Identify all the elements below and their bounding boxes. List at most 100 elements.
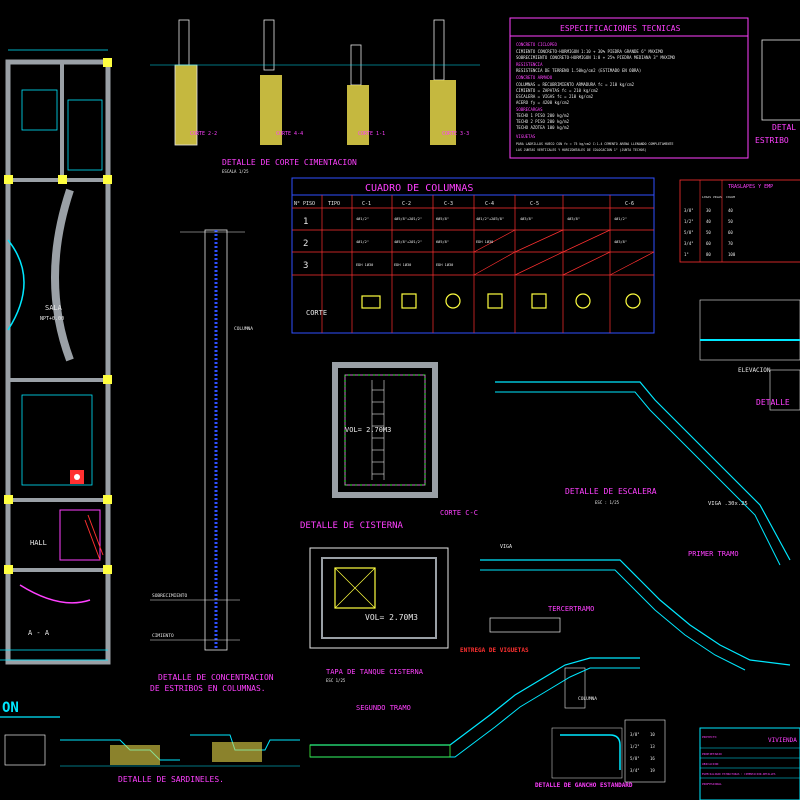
spec-line-16: LAS JUNTAS VERTICALES Y HORIZONTALES DE … <box>516 148 647 152</box>
cisterna-volume: VOL= 2.70M3 <box>345 426 391 434</box>
cell-3-tipo: EDH 1Ø30 <box>356 262 373 267</box>
gancho-2-v: 16 <box>650 756 655 761</box>
tr-3-b: 70 <box>728 241 733 246</box>
col-header-piso: N° PISO <box>294 201 315 207</box>
titleblock-row-2: UBICACION <box>702 762 718 766</box>
floor-1: 1 <box>303 217 308 227</box>
corte-4-label: CORTE 4-4 <box>276 131 303 137</box>
col-header-c6: C-6 <box>625 201 634 207</box>
tr-2-a: 50 <box>706 230 711 235</box>
estribos-title-1: DETALLE DE CONCENTRACION <box>158 673 274 682</box>
cell-1-c6: 4Ø1/2" <box>614 216 627 221</box>
cell-1-c4: 4Ø3/8" <box>520 216 533 221</box>
detalle-right-label: DETALLE <box>756 398 790 407</box>
foundation-sections: CORTE 2-2 CORTE 4-4 CORTE 1-1 CORTE 3-3 … <box>150 19 480 174</box>
plan-title: ON <box>2 700 19 716</box>
escalera-scale: ESC : 1/25 <box>595 500 620 505</box>
cell-2-c3: EDH 1Ø30 <box>476 239 493 244</box>
cell-1-c5: 4Ø3/8" <box>567 216 580 221</box>
columns-corte-label: CORTE <box>306 309 327 317</box>
plan-section-aa: A - A <box>28 629 50 637</box>
cell-2-tipo: 4Ø1/2" <box>356 239 369 244</box>
viga-label-top: VIGA <box>500 544 512 550</box>
cell-2-c2: 6Ø5/8" <box>436 239 449 244</box>
tapa-scale: ESC 1/25 <box>326 678 346 683</box>
right-elevation: ELEVACION DETALLE <box>699 299 800 411</box>
tr-4-b: 100 <box>728 252 736 257</box>
column-stirrups-detail: SOBRECIMIENTO CIMIENTO COLUMNA DETALLE D… <box>150 229 274 693</box>
floor-3: 3 <box>303 261 308 271</box>
col-header-c4: C-4 <box>485 201 494 207</box>
specifications-box: ESPECIFICACIONES TECNICAS CONCRETO CICLO… <box>509 17 749 159</box>
spec-line-10: SOBRECARGAS <box>516 107 543 112</box>
columna-label: COLUMNA <box>234 326 253 332</box>
spec-line-13: TECHO AZOTEA 100 kg/m2 <box>516 125 570 130</box>
gancho-0-v: 10 <box>650 732 655 737</box>
gancho-0-d: 3/8" <box>630 732 640 737</box>
gancho-3-v: 19 <box>650 768 655 773</box>
spec-line-14: VIGUETAS <box>516 134 536 139</box>
titleblock-vivienda: VIVIENDA <box>768 737 797 744</box>
tr-1-a: 40 <box>706 219 711 224</box>
cimiento-label: CIMIENTO <box>152 633 174 639</box>
tr-0-b: 40 <box>728 208 733 213</box>
corte-3-label: CORTE 3-3 <box>442 131 469 137</box>
col-header-c5: C-5 <box>530 201 539 207</box>
right-estribos-detail: DETAL ESTRIBO <box>755 39 800 145</box>
spec-line-15: PARA LADRILLOS HUECO CON fc = 75 kg/cm2 … <box>516 142 673 146</box>
tr-0-a: 30 <box>706 208 711 213</box>
spec-line-3: RESISTENCIA <box>516 62 543 67</box>
spec-line-2: SOBRECIMIENTO CONCRETO-HORMIGON 1:8 + 25… <box>516 55 676 60</box>
cistern-detail: VOL= 2.70M3 DETALLE DE CISTERNA CORTE C-… <box>300 362 478 531</box>
spec-line-6: COLUMNAS = RECUBRIMIENTO ARMADURA fc = 2… <box>516 82 635 87</box>
tercer-tramo-title: TERCERTRAMO <box>548 605 594 613</box>
tr-4-d: 1" <box>684 252 689 257</box>
cell-1-c1: 4Ø5/8"+2Ø1/2" <box>394 216 422 221</box>
tr-0-d: 3/8" <box>684 208 694 213</box>
elevacion-label: ELEVACION <box>738 367 771 374</box>
cisterna-title: DETALLE DE CISTERNA <box>300 521 404 531</box>
detalle-estribos-right: DETAL <box>772 123 796 132</box>
cell-1-tipo: 4Ø1/2" <box>356 216 369 221</box>
cell-3-c1: EDH 1Ø30 <box>394 262 411 267</box>
cell-3-c2: EDH 1Ø30 <box>436 262 453 267</box>
specs-title: ESPECIFICACIONES TECNICAS <box>560 24 681 33</box>
traslapes-h2: COLUM <box>726 195 735 199</box>
columna-stair-label: COLUMNA <box>578 696 597 702</box>
titleblock-row-0: PROYECTO <box>702 735 717 739</box>
tr-2-b: 60 <box>728 230 733 235</box>
titleblock-row-1: PROPIETARIO <box>702 752 722 756</box>
col-header-c2: C-2 <box>402 201 411 207</box>
tank-cover-detail: VOL= 2.70M3 TAPA DE TANQUE CISTERNA ESC … <box>309 547 449 683</box>
viguetas-title: ENTREGA DE VIGUETAS <box>460 647 529 654</box>
spec-line-0: CONCRETO CICLOPEO <box>516 42 558 47</box>
corte-1-label: CORTE 1-1 <box>358 131 385 137</box>
traslapes-h1: LOSAS VIGAS <box>702 195 722 199</box>
cimentacion-title: DETALLE DE CORTE CIMENTACION <box>222 158 357 167</box>
room-label-sala: SALA <box>45 304 63 312</box>
segundo-tramo-title: SEGUNDO TRAMO <box>356 704 411 712</box>
gancho-title: DETALLE DE GANCHO ESTANDARD <box>535 782 633 789</box>
cell-2-c1: 4Ø5/8"+2Ø1/2" <box>394 239 422 244</box>
col-header-tipo: TIPO <box>328 201 340 207</box>
floor-plan: SALA NPT+0.00 HALL A - A ON <box>0 49 112 718</box>
tapa-title: TAPA DE TANQUE CISTERNA <box>326 668 424 676</box>
corte-2-label: CORTE 2-2 <box>190 131 217 137</box>
floor-2: 2 <box>303 239 308 249</box>
spec-line-4: RESISTENCIA DE TERRENO 1.50kg/cm2 (ESTIM… <box>516 68 641 73</box>
cimentacion-scale: ESCALA 1/25 <box>222 169 249 174</box>
gancho-1-v: 13 <box>650 744 655 749</box>
tr-3-d: 3/4" <box>684 241 694 246</box>
tr-1-b: 50 <box>728 219 733 224</box>
col-header-c1: C-1 <box>362 201 371 207</box>
standard-hook-detail: DETALLE DE GANCHO ESTANDARD 3/8"10 1/2"1… <box>535 719 666 789</box>
gancho-3-d: 3/4" <box>630 768 640 773</box>
estribos-title-2: DE ESTRIBOS EN COLUMNAS. <box>150 684 266 693</box>
spec-line-5: CONCRETO ARMADO <box>516 75 553 80</box>
spec-line-1: CIMIENTO CONCRETO-HORMIGON 1:10 + 30% PI… <box>516 49 663 54</box>
tr-3-a: 60 <box>706 241 711 246</box>
tr-4-a: 80 <box>706 252 711 257</box>
room-label-hall: HALL <box>30 539 47 547</box>
escalera-title: DETALLE DE ESCALERA <box>565 487 657 496</box>
